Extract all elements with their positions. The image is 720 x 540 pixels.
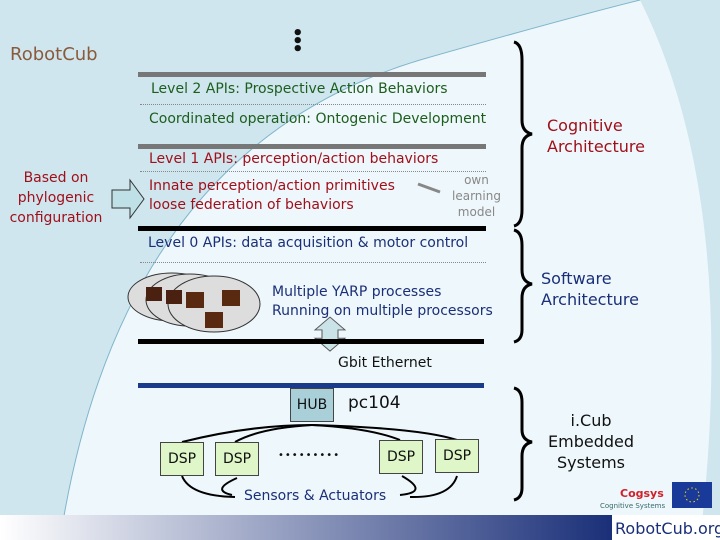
dsp-box: DSP: [160, 442, 204, 476]
ethernet-label: Gbit Ethernet: [338, 355, 432, 371]
divider: [140, 104, 486, 105]
innate-label: Innate perception/action primitives: [149, 178, 395, 194]
sensors-label: Sensors & Actuators: [244, 488, 387, 504]
divider: [138, 72, 486, 77]
level0-label: Level 0 APIs: data acquisition & motor c…: [148, 235, 469, 251]
dsp-box: DSP: [215, 442, 259, 476]
brace-icons: [513, 40, 533, 502]
ellipsis: •••••••••: [278, 450, 341, 461]
divider: [140, 171, 486, 172]
dsp-box: DSP: [379, 440, 423, 474]
divider: [138, 226, 486, 231]
divider: [140, 262, 486, 263]
yarp-process-icons: [127, 272, 261, 333]
divider: [138, 144, 486, 149]
hub-box: HUB: [290, 388, 334, 422]
loose-label: loose federation of behaviors: [149, 197, 354, 213]
divider: [138, 383, 484, 388]
pc104-label: pc104: [348, 393, 401, 413]
cogsys-subtitle: Cognitive Systems: [600, 502, 666, 510]
vertical-ellipsis-icon: •••: [292, 23, 304, 60]
robotcub-logo: RobotCub: [10, 44, 98, 65]
level1-label: Level 1 APIs: perception/action behavior…: [149, 151, 439, 167]
coordinated-label: Coordinated operation: Ontogenic Develop…: [149, 111, 487, 127]
level2-label: Level 2 APIs: Prospective Action Behavio…: [151, 81, 448, 97]
dsp-box: DSP: [435, 439, 479, 473]
divider: [138, 339, 484, 344]
robotcub-site-link[interactable]: RobotCub.org: [615, 519, 720, 538]
arrow-right-icon: [111, 178, 145, 220]
cogsys-logo: Cogsys: [620, 487, 664, 500]
